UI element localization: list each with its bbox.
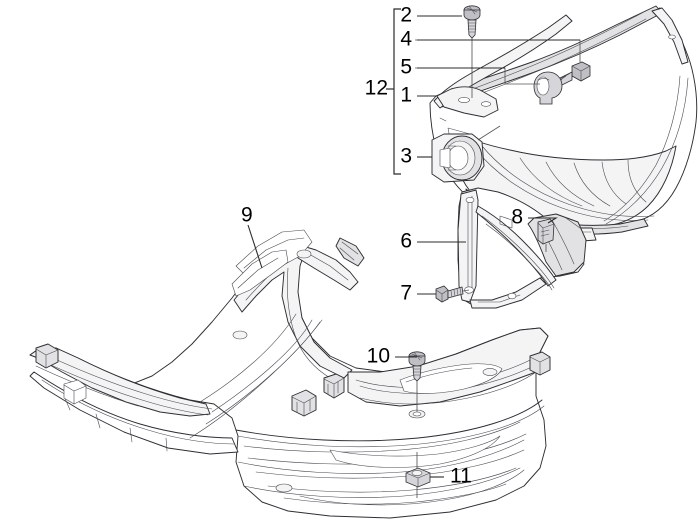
- part-screw-7: [435, 285, 470, 303]
- callout-number-11: 11: [450, 465, 472, 488]
- callout-number-1: 1: [400, 84, 412, 107]
- part-footboard-9: [29, 229, 551, 519]
- part-lower-cover-6: [457, 187, 587, 309]
- part-screw-2: [463, 5, 481, 98]
- part-bushing-3: [431, 125, 501, 183]
- callout-number-8: 8: [511, 206, 523, 229]
- callout-bracket-12: [386, 8, 401, 175]
- callout-number-12: 12: [365, 77, 388, 100]
- leader-lines: [247, 15, 580, 478]
- callout-labels: 2 4 5 12 1 3 6 7 8 9 10 11: [241, 4, 523, 488]
- part-front-shield-1: [429, 5, 698, 242]
- callout-number-9: 9: [241, 204, 253, 227]
- callout-number-6: 6: [400, 230, 412, 253]
- callout-number-5: 5: [400, 56, 412, 79]
- leader-9: [247, 224, 263, 269]
- part-clip-8: [537, 218, 555, 252]
- part-nut-11: [405, 452, 431, 498]
- part-screw-10: [408, 351, 426, 412]
- callout-number-3: 3: [400, 145, 412, 168]
- callout-number-10: 10: [367, 345, 390, 368]
- callout-number-7: 7: [400, 282, 412, 305]
- leader-8: [528, 217, 558, 224]
- callout-number-2: 2: [400, 4, 412, 27]
- callout-number-4: 4: [400, 28, 412, 51]
